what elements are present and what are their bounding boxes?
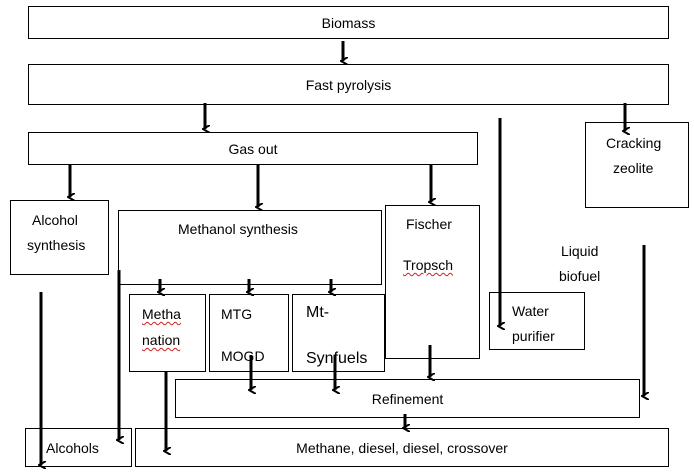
mt-label: Mt- (306, 304, 330, 321)
purifier-label: purifier (512, 328, 555, 344)
fischer-label: Fischer (406, 216, 452, 232)
water-label: Water (512, 303, 549, 319)
fast-pyrolysis-box: Fast pyrolysis (28, 64, 669, 105)
mt-synfuels-box: Mt- Synfuels (292, 294, 385, 372)
methanol-synthesis-label: Methanol synthesis (178, 221, 298, 237)
products-label: Methane, diesel, diesel, crossover (296, 439, 508, 456)
synthesis-label: synthesis (27, 237, 86, 253)
alcohol-synthesis-box: Alcohol synthesis (10, 200, 109, 275)
methanol-synthesis-box: Methanol synthesis (118, 210, 382, 285)
metha-label: Metha (142, 306, 181, 322)
fast-pyrolysis-label: Fast pyrolysis (305, 76, 392, 93)
synfuels-label: Synfuels (306, 350, 368, 367)
mogd-label: MOGD (221, 348, 265, 364)
refinement-label: Refinement (371, 390, 444, 407)
zeolite-label: zeolite (613, 160, 654, 176)
alcohol-label: Alcohol (32, 212, 78, 228)
cracking-label: Cracking (606, 135, 662, 151)
mtg-label: MTG (221, 306, 253, 322)
alcohols-label: Alcohols (46, 440, 99, 456)
biomass-box: Biomass (28, 6, 669, 39)
water-purifier-box: Water purifier (489, 292, 585, 350)
alcohols-box: Alcohols (25, 428, 132, 467)
tropsch-label: Tropsch (403, 257, 454, 273)
biofuel-label: biofuel (559, 268, 601, 284)
biomass-label: Biomass (321, 14, 376, 31)
liquid-label: Liquid (561, 243, 599, 259)
cracking-zeolite-box: Cracking zeolite (585, 122, 689, 208)
gas-out-box: Gas out (28, 132, 478, 165)
mtg-mogd-box: MTG MOGD (209, 294, 289, 372)
gas-out-label: Gas out (228, 140, 278, 157)
methanation-box: Metha nation (129, 294, 206, 372)
refinement-box: Refinement (175, 379, 640, 418)
fischer-tropsch-box: Fischer Tropsch (385, 205, 480, 359)
products-box: Methane, diesel, diesel, crossover (135, 428, 669, 467)
nation-label: nation (142, 332, 181, 348)
